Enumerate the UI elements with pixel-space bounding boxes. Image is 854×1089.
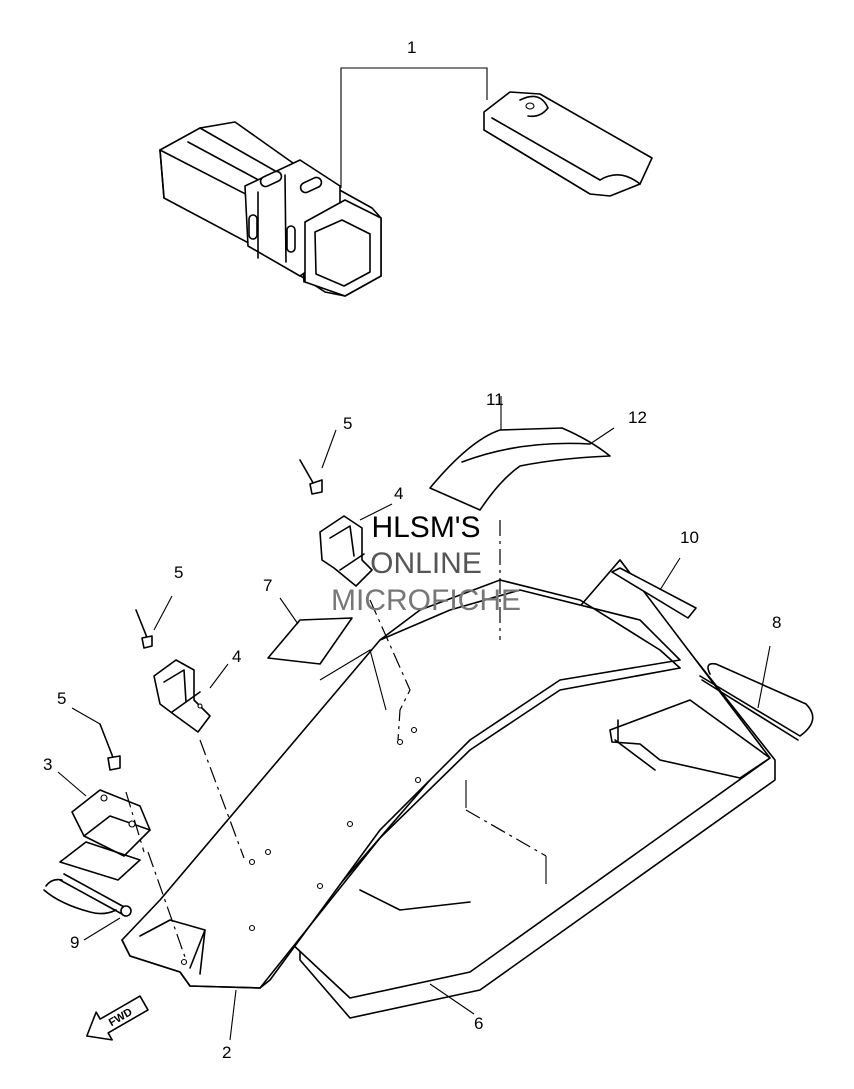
- callout-4-lower: 4: [232, 647, 241, 666]
- watermark-line-2: ONLINE: [370, 547, 482, 580]
- tool-pouch: [483, 91, 653, 197]
- callout-1: 1: [407, 38, 416, 57]
- tool-bag-roll: [159, 121, 382, 297]
- watermark-line-3: MICROFICHE: [331, 584, 521, 617]
- callout-3: 3: [43, 755, 52, 774]
- caution-label: [267, 597, 353, 665]
- screw-upper: [299, 429, 337, 495]
- callout-9: 9: [70, 933, 79, 952]
- callout-6: 6: [474, 1014, 483, 1033]
- callout-4-upper: 4: [394, 484, 403, 503]
- tool-kit-group: [159, 67, 653, 297]
- bracket-lower: [153, 659, 245, 859]
- screw-lower: [71, 707, 121, 771]
- watermark: HLSM'S ONLINE MICROFICHE: [331, 511, 521, 617]
- seat-latch: [57, 771, 187, 961]
- seat-pan: [121, 520, 681, 989]
- callout-12: 12: [628, 408, 647, 427]
- callout-8: 8: [772, 613, 781, 632]
- callout-7: 7: [263, 576, 272, 595]
- retaining-pin: [43, 873, 132, 941]
- callout-5-upper: 5: [343, 414, 352, 433]
- bracket-upper: [319, 503, 411, 741]
- callout-5-lower: 5: [57, 689, 66, 708]
- callout-10: 10: [680, 528, 699, 547]
- callout-5-middle: 5: [174, 563, 183, 582]
- decal-strip: [429, 396, 615, 511]
- callout-2: 2: [222, 1043, 231, 1062]
- screw-middle: [135, 595, 173, 649]
- damper-strip: [611, 557, 697, 619]
- forward-arrow: FWD: [86, 995, 149, 1041]
- callout-11: 11: [486, 390, 504, 409]
- rod-hook: [699, 645, 814, 741]
- watermark-line-1: HLSM'S: [371, 511, 480, 544]
